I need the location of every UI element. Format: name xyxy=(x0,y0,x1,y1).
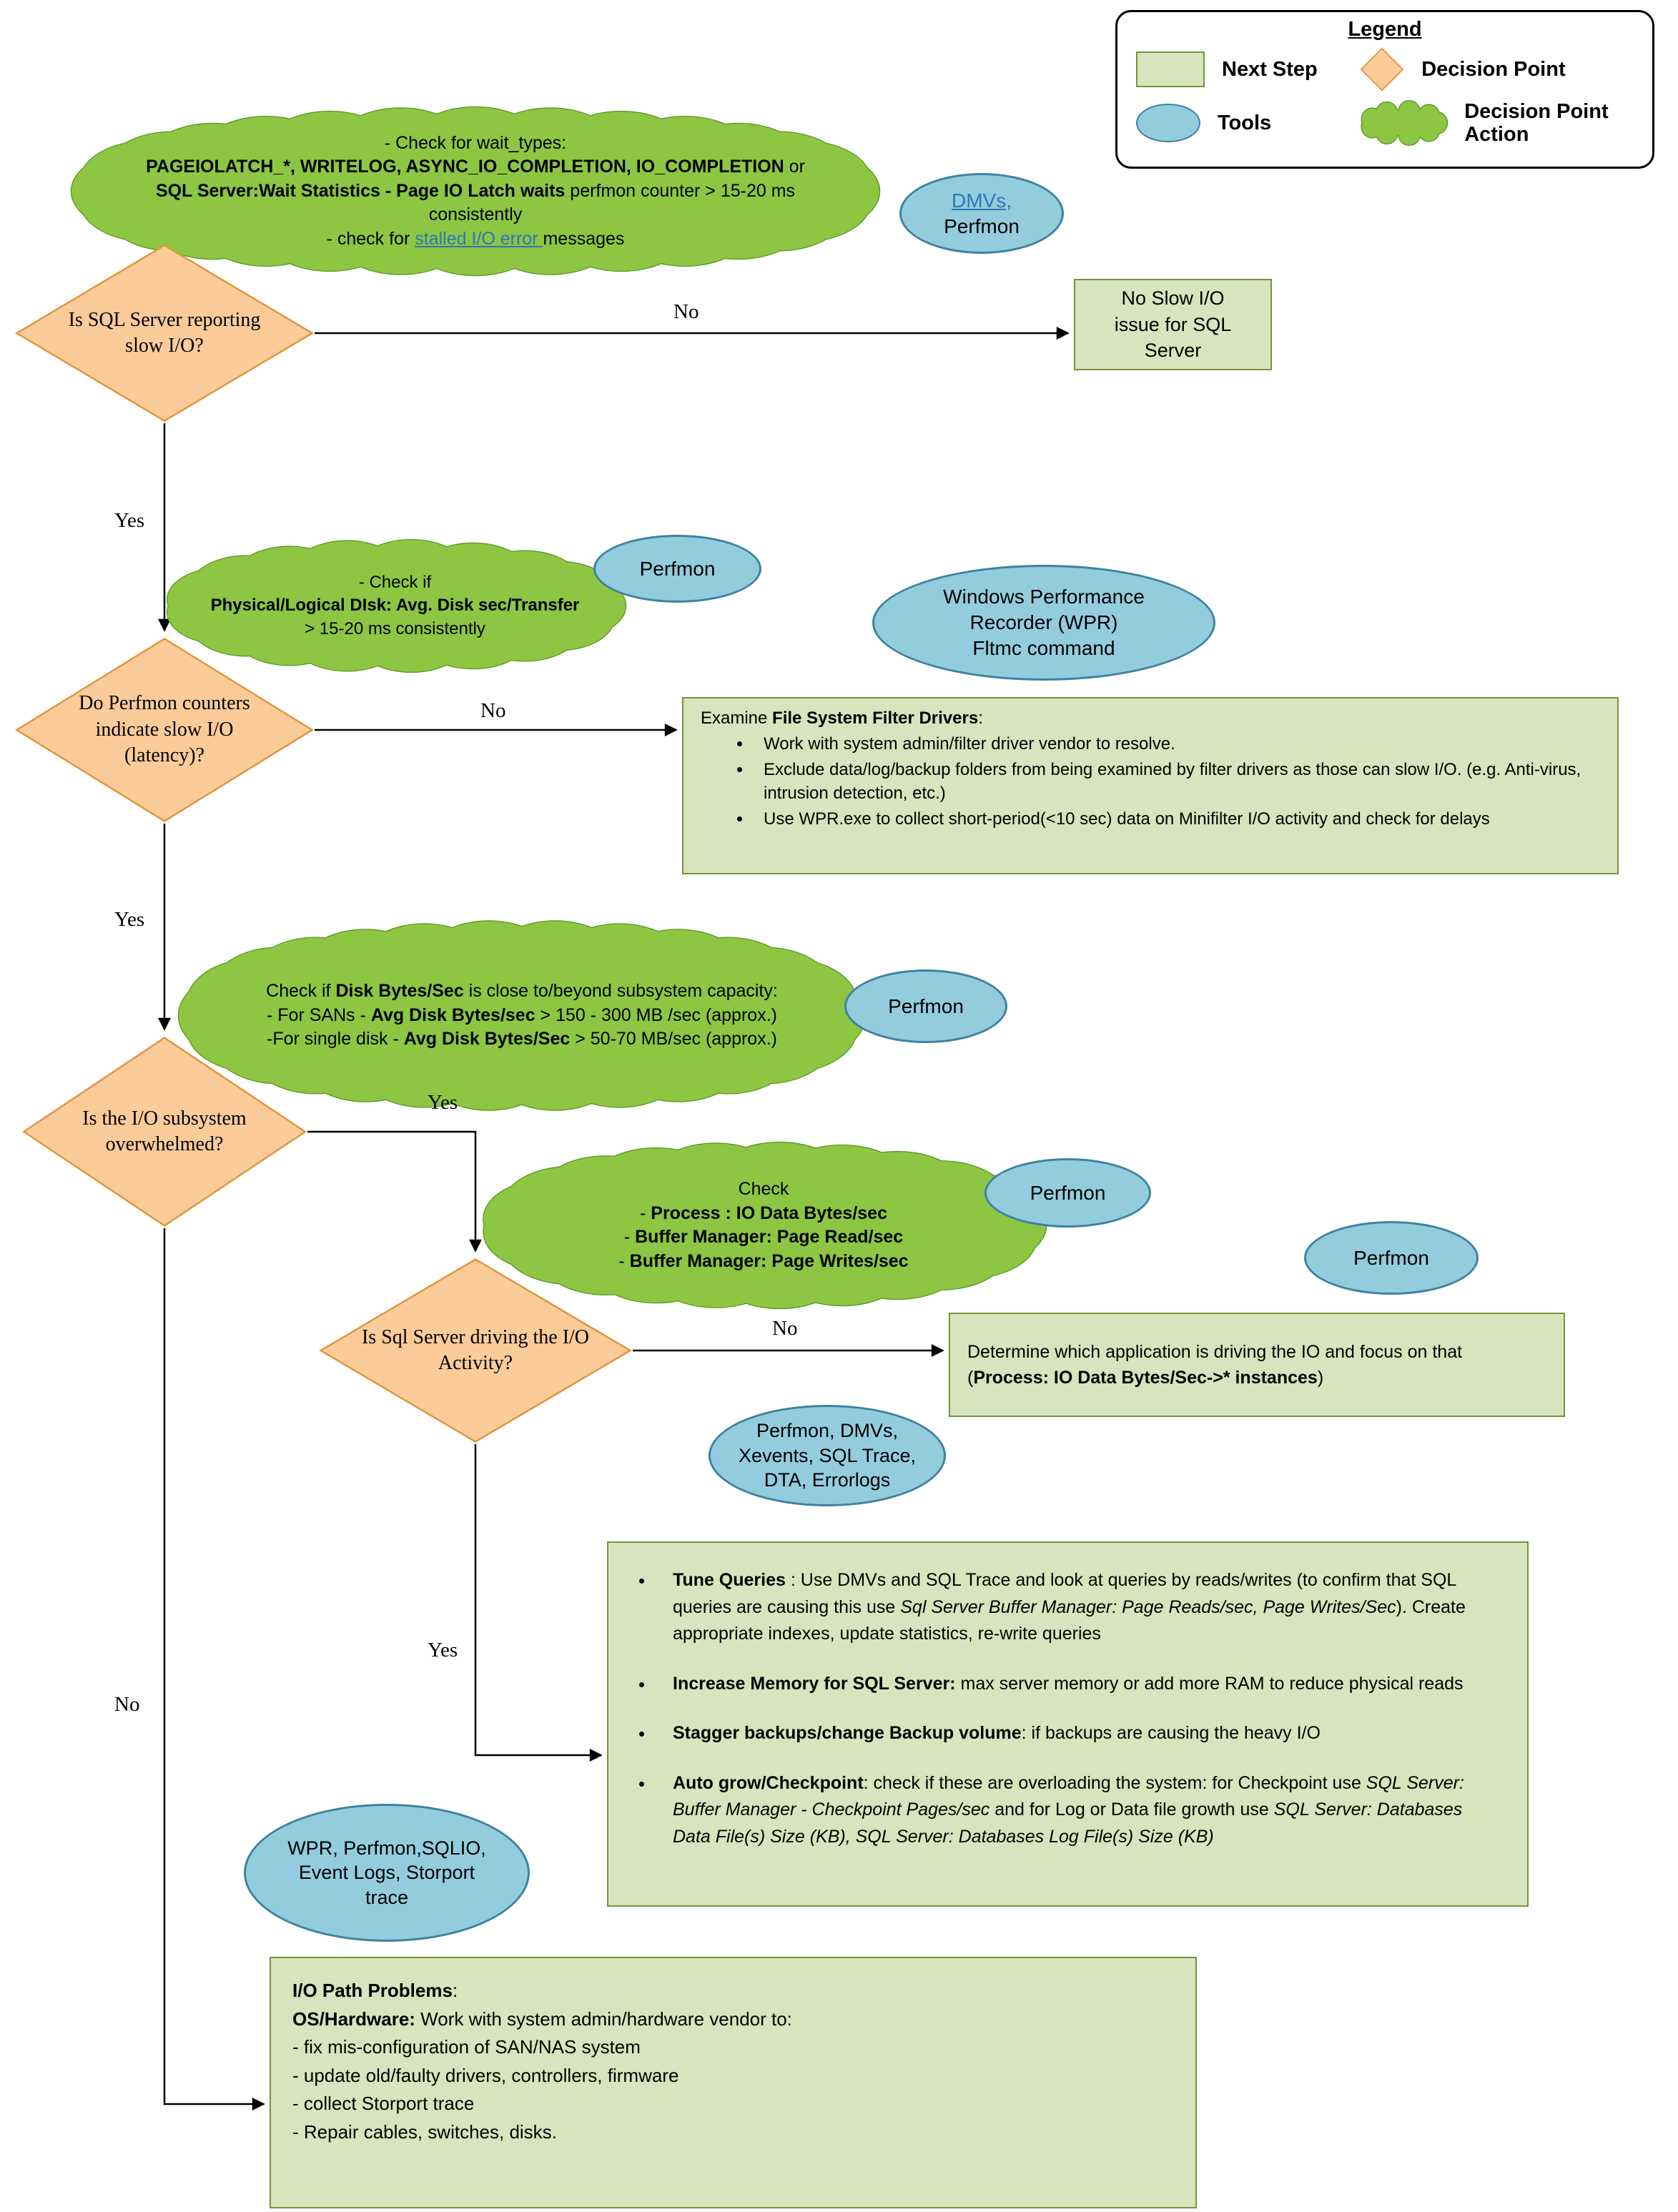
action-check-wait-types: - Check for wait_types:PAGEIOLATCH_*, WR… xyxy=(70,106,881,277)
decision-perfmon-latency-label: Do Perfmon counters indicate slow I/O (l… xyxy=(79,692,250,767)
next-io-path-problems: I/O Path Problems:OS/Hardware: Work with… xyxy=(270,1957,1197,2208)
decision-io-overwhelmed-label: Is the I/O subsystem overwhelmed? xyxy=(82,1107,247,1155)
next-tune-queries: Tune Queries : Use DMVs and SQL Trace an… xyxy=(607,1541,1529,1907)
legend-tools-label: Tools xyxy=(1218,112,1272,135)
stalled-io-error-link[interactable]: stalled I/O error xyxy=(415,228,543,249)
tools-swatch-icon xyxy=(1136,104,1200,143)
legend-decision-point-label: Decision Point xyxy=(1421,57,1566,81)
legend: Legend Next Step Decision Point Tools xyxy=(1115,10,1654,169)
io-path-problems-text: I/O Path Problems:OS/Hardware: Work with… xyxy=(292,1980,792,2143)
legend-next-step-label: Next Step xyxy=(1222,57,1318,81)
legend-item-tools: Tools xyxy=(1136,100,1360,147)
decision-io-overwhelmed: Is the I/O subsystem overwhelmed? xyxy=(21,1035,307,1228)
edge-d4-yes xyxy=(474,1444,603,1762)
action-check-wait-types-text: - Check for wait_types:PAGEIOLATCH_*, WR… xyxy=(146,132,805,249)
cloud-shape xyxy=(483,1141,1047,1310)
cloud-shape xyxy=(1361,100,1448,147)
tune-queries-bullet-list: Tune Queries : Use DMVs and SQL Trace an… xyxy=(630,1567,1496,1850)
next-step-swatch-icon xyxy=(1136,51,1205,87)
tool-perfmon-right: Perfmon xyxy=(1304,1221,1479,1295)
dmvs-link[interactable]: DMVs, xyxy=(951,189,1012,212)
action-check-disk-bytes-text: Check if Disk Bytes/Sec is close to/beyo… xyxy=(266,981,778,1050)
edge-label-d3-yes: Yes xyxy=(428,1091,458,1114)
edge-label-d1-no: No xyxy=(673,300,699,323)
tool-perfmon-right-text: Perfmon xyxy=(1353,1246,1429,1269)
decision-perfmon-latency: Do Perfmon counters indicate slow I/O (l… xyxy=(14,636,315,824)
filter-drivers-title: Examine File System Filter Drivers: xyxy=(701,708,983,728)
action-check-disk-bytes: Check if Disk Bytes/Sec is close to/beyo… xyxy=(177,920,867,1111)
tool-perfmon-process-text: Perfmon xyxy=(1030,1181,1106,1204)
next-determine-app: Determine which application is driving t… xyxy=(949,1313,1565,1417)
decision-slow-io: Is SQL Server reporting slow I/O? xyxy=(14,243,315,423)
action-check-process-counters: Check- Process : IO Data Bytes/sec- Buff… xyxy=(481,1141,1047,1310)
tool-perfmon-disk: Perfmon xyxy=(593,535,761,603)
edge-label-d3-no: No xyxy=(114,1693,140,1716)
decision-sql-driving-io-label: Is Sql Server driving the I/O Activity? xyxy=(361,1325,590,1374)
tool-perfmon-dmvs-xevents: Perfmon, DMVs,Xevents, SQL Trace,DTA, Er… xyxy=(709,1405,946,1506)
action-check-process-counters-text: Check- Process : IO Data Bytes/sec- Buff… xyxy=(618,1179,909,1271)
cloud-shape xyxy=(70,106,881,277)
next-filter-drivers: Examine File System Filter Drivers: Work… xyxy=(682,697,1619,874)
edge-label-d1-yes: Yes xyxy=(114,509,145,532)
tool-perfmon-dmvs-xevents-text: Perfmon, DMVs,Xevents, SQL Trace,DTA, Er… xyxy=(738,1420,917,1491)
legend-item-decision-point: Decision Point xyxy=(1360,47,1634,92)
decision-sql-driving-io: Is Sql Server driving the I/O Activity? xyxy=(318,1257,633,1444)
tool-perfmon-bytes: Perfmon xyxy=(844,969,1007,1043)
edge-d3-yes xyxy=(307,1130,482,1253)
tool-dmvs-perfmon: DMVs,Perfmon xyxy=(899,173,1064,254)
decision-point-swatch-icon xyxy=(1360,47,1404,92)
edge-label-d4-yes: Yes xyxy=(428,1639,458,1662)
tool-dmvs-perfmon-text: DMVs,Perfmon xyxy=(944,189,1020,237)
edge-label-d2-yes: Yes xyxy=(114,908,145,931)
edge-label-d4-no: No xyxy=(772,1317,798,1340)
legend-item-next-step: Next Step xyxy=(1136,47,1360,92)
legend-title: Legend xyxy=(1348,18,1422,41)
decision-point-action-swatch-icon xyxy=(1360,100,1448,147)
edge-label-d2-no: No xyxy=(480,699,506,722)
legend-grid: Next Step Decision Point Tools Decision … xyxy=(1136,47,1634,147)
cloud-shape xyxy=(166,538,627,673)
cloud-shape xyxy=(177,920,867,1111)
filter-drivers-bullet-list: Work with system admin/filter driver ven… xyxy=(701,733,1600,831)
edge-d3-no xyxy=(163,1228,265,2110)
tool-perfmon-bytes-text: Perfmon xyxy=(888,994,964,1017)
tool-perfmon-disk-text: Perfmon xyxy=(639,557,716,580)
legend-item-decision-point-action: Decision Point Action xyxy=(1360,100,1634,147)
decision-slow-io-label: Is SQL Server reporting slow I/O? xyxy=(68,308,261,357)
legend-decision-point-action-label: Decision Point Action xyxy=(1464,100,1609,147)
determine-app-text: Determine which application is driving t… xyxy=(967,1341,1463,1388)
tool-perfmon-process: Perfmon xyxy=(984,1158,1151,1228)
